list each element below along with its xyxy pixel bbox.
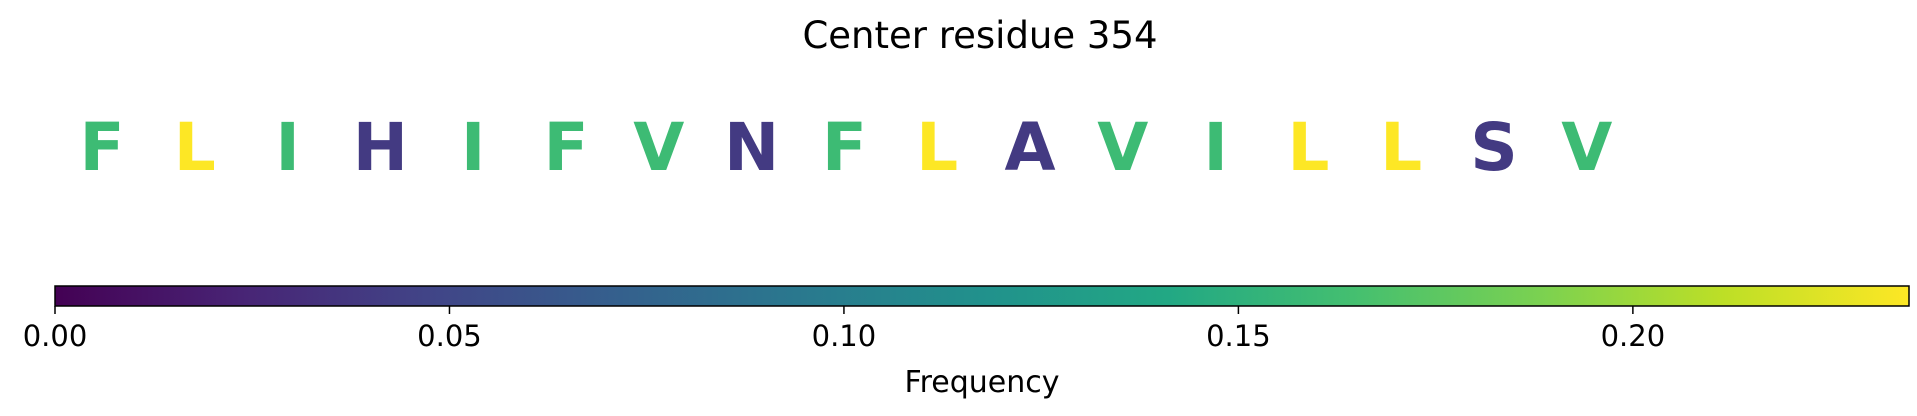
residue-letter-17: V (1561, 109, 1612, 186)
colorbar (54, 285, 1910, 307)
colorbar-tick-label-4: 0.15 (1206, 319, 1271, 353)
residue-letter-9: F (822, 109, 867, 186)
residue-letter-15: L (1380, 109, 1422, 186)
residue-letter-3: I (275, 109, 300, 186)
residue-letter-12: V (1097, 109, 1148, 186)
residue-letter-8: N (724, 109, 779, 186)
residue-letter-1: F (79, 109, 124, 186)
residue-letter-14: L (1287, 109, 1329, 186)
residue-letter-2: L (174, 109, 216, 186)
colorbar-tick-label-1: 0.00 (23, 319, 88, 353)
residue-letter-5: I (461, 109, 486, 186)
colorbar-tick-label-3: 0.10 (812, 319, 877, 353)
residue-letter-10: L (916, 109, 958, 186)
residue-letter-7: V (633, 109, 684, 186)
colorbar-label: Frequency (905, 365, 1060, 400)
residue-letter-13: I (1203, 109, 1228, 186)
residue-letter-4: H (353, 109, 408, 186)
colorbar-ticks: 0.00 0.05 0.10 0.15 0.20 (23, 306, 1665, 353)
chart-title: Center residue 354 (802, 14, 1157, 57)
residue-letter-11: A (1004, 109, 1055, 186)
residue-letter-16: S (1470, 109, 1518, 186)
colorbar-tick-label-2: 0.05 (417, 319, 482, 353)
colorbar-tick-label-5: 0.20 (1601, 319, 1666, 353)
residue-letter-6: F (543, 109, 588, 186)
